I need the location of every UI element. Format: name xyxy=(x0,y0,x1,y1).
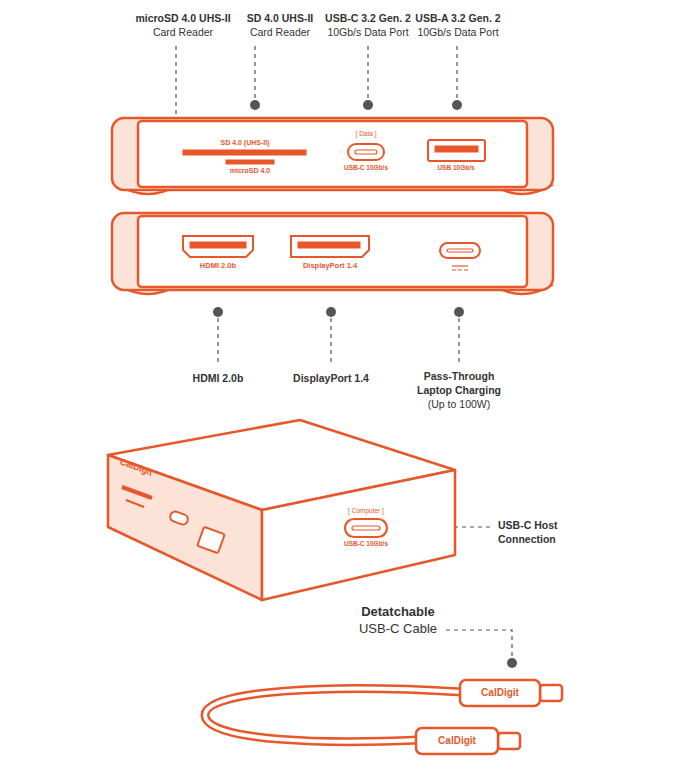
port-print: DisplayPort 1.4 xyxy=(303,261,357,271)
callout-subtitle: 10Gb/s Data Port xyxy=(417,26,498,40)
callout-title: DisplayPort 1.4 xyxy=(293,372,369,386)
callout-title: microSD 4.0 UHS-II xyxy=(135,12,230,26)
port-print: HDMI 2.0b xyxy=(200,261,236,271)
port-print: microSD 4.0 xyxy=(230,166,270,175)
callout-title: Detatchable xyxy=(361,604,435,621)
callout-title: USB-A 3.2 Gen. 2 xyxy=(415,12,500,26)
port-print: USB 10Gb/s xyxy=(437,164,474,172)
port-print: SD 4.0 (UHS-II) xyxy=(220,138,269,147)
dock-perspective-view xyxy=(108,420,455,600)
callout-title: USB-C 3.2 Gen. 2 xyxy=(325,12,411,26)
port-print: [ Computer ] xyxy=(348,507,384,515)
callout-subtitle: 10Gb/s Data Port xyxy=(327,26,408,40)
port-print: USB-C 10Gb/s xyxy=(344,540,388,548)
port-print: [ Data ] xyxy=(356,130,377,138)
callout-subtitle: USB-C Cable xyxy=(359,621,437,638)
callout-subtitle: (Up to 100W) xyxy=(428,398,490,412)
callout-title: Pass-Through Laptop Charging xyxy=(413,370,505,397)
dc-symbol xyxy=(452,266,468,270)
callout-subtitle: Card Reader xyxy=(153,26,213,40)
callout-title: HDMI 2.0b xyxy=(193,372,244,386)
usb-c-cable xyxy=(205,680,562,754)
port-print: USB-C 10Gb/s xyxy=(344,164,388,172)
brand-logo: CalDigit xyxy=(438,734,476,747)
callout-title: USB-C Host Connection xyxy=(498,519,578,546)
callout-title: SD 4.0 UHS-II xyxy=(247,12,314,26)
dock-rear-view xyxy=(112,213,553,294)
callout-subtitle: Card Reader xyxy=(250,26,310,40)
dock-front-view xyxy=(112,118,553,194)
brand-logo: CalDigit xyxy=(481,686,519,699)
